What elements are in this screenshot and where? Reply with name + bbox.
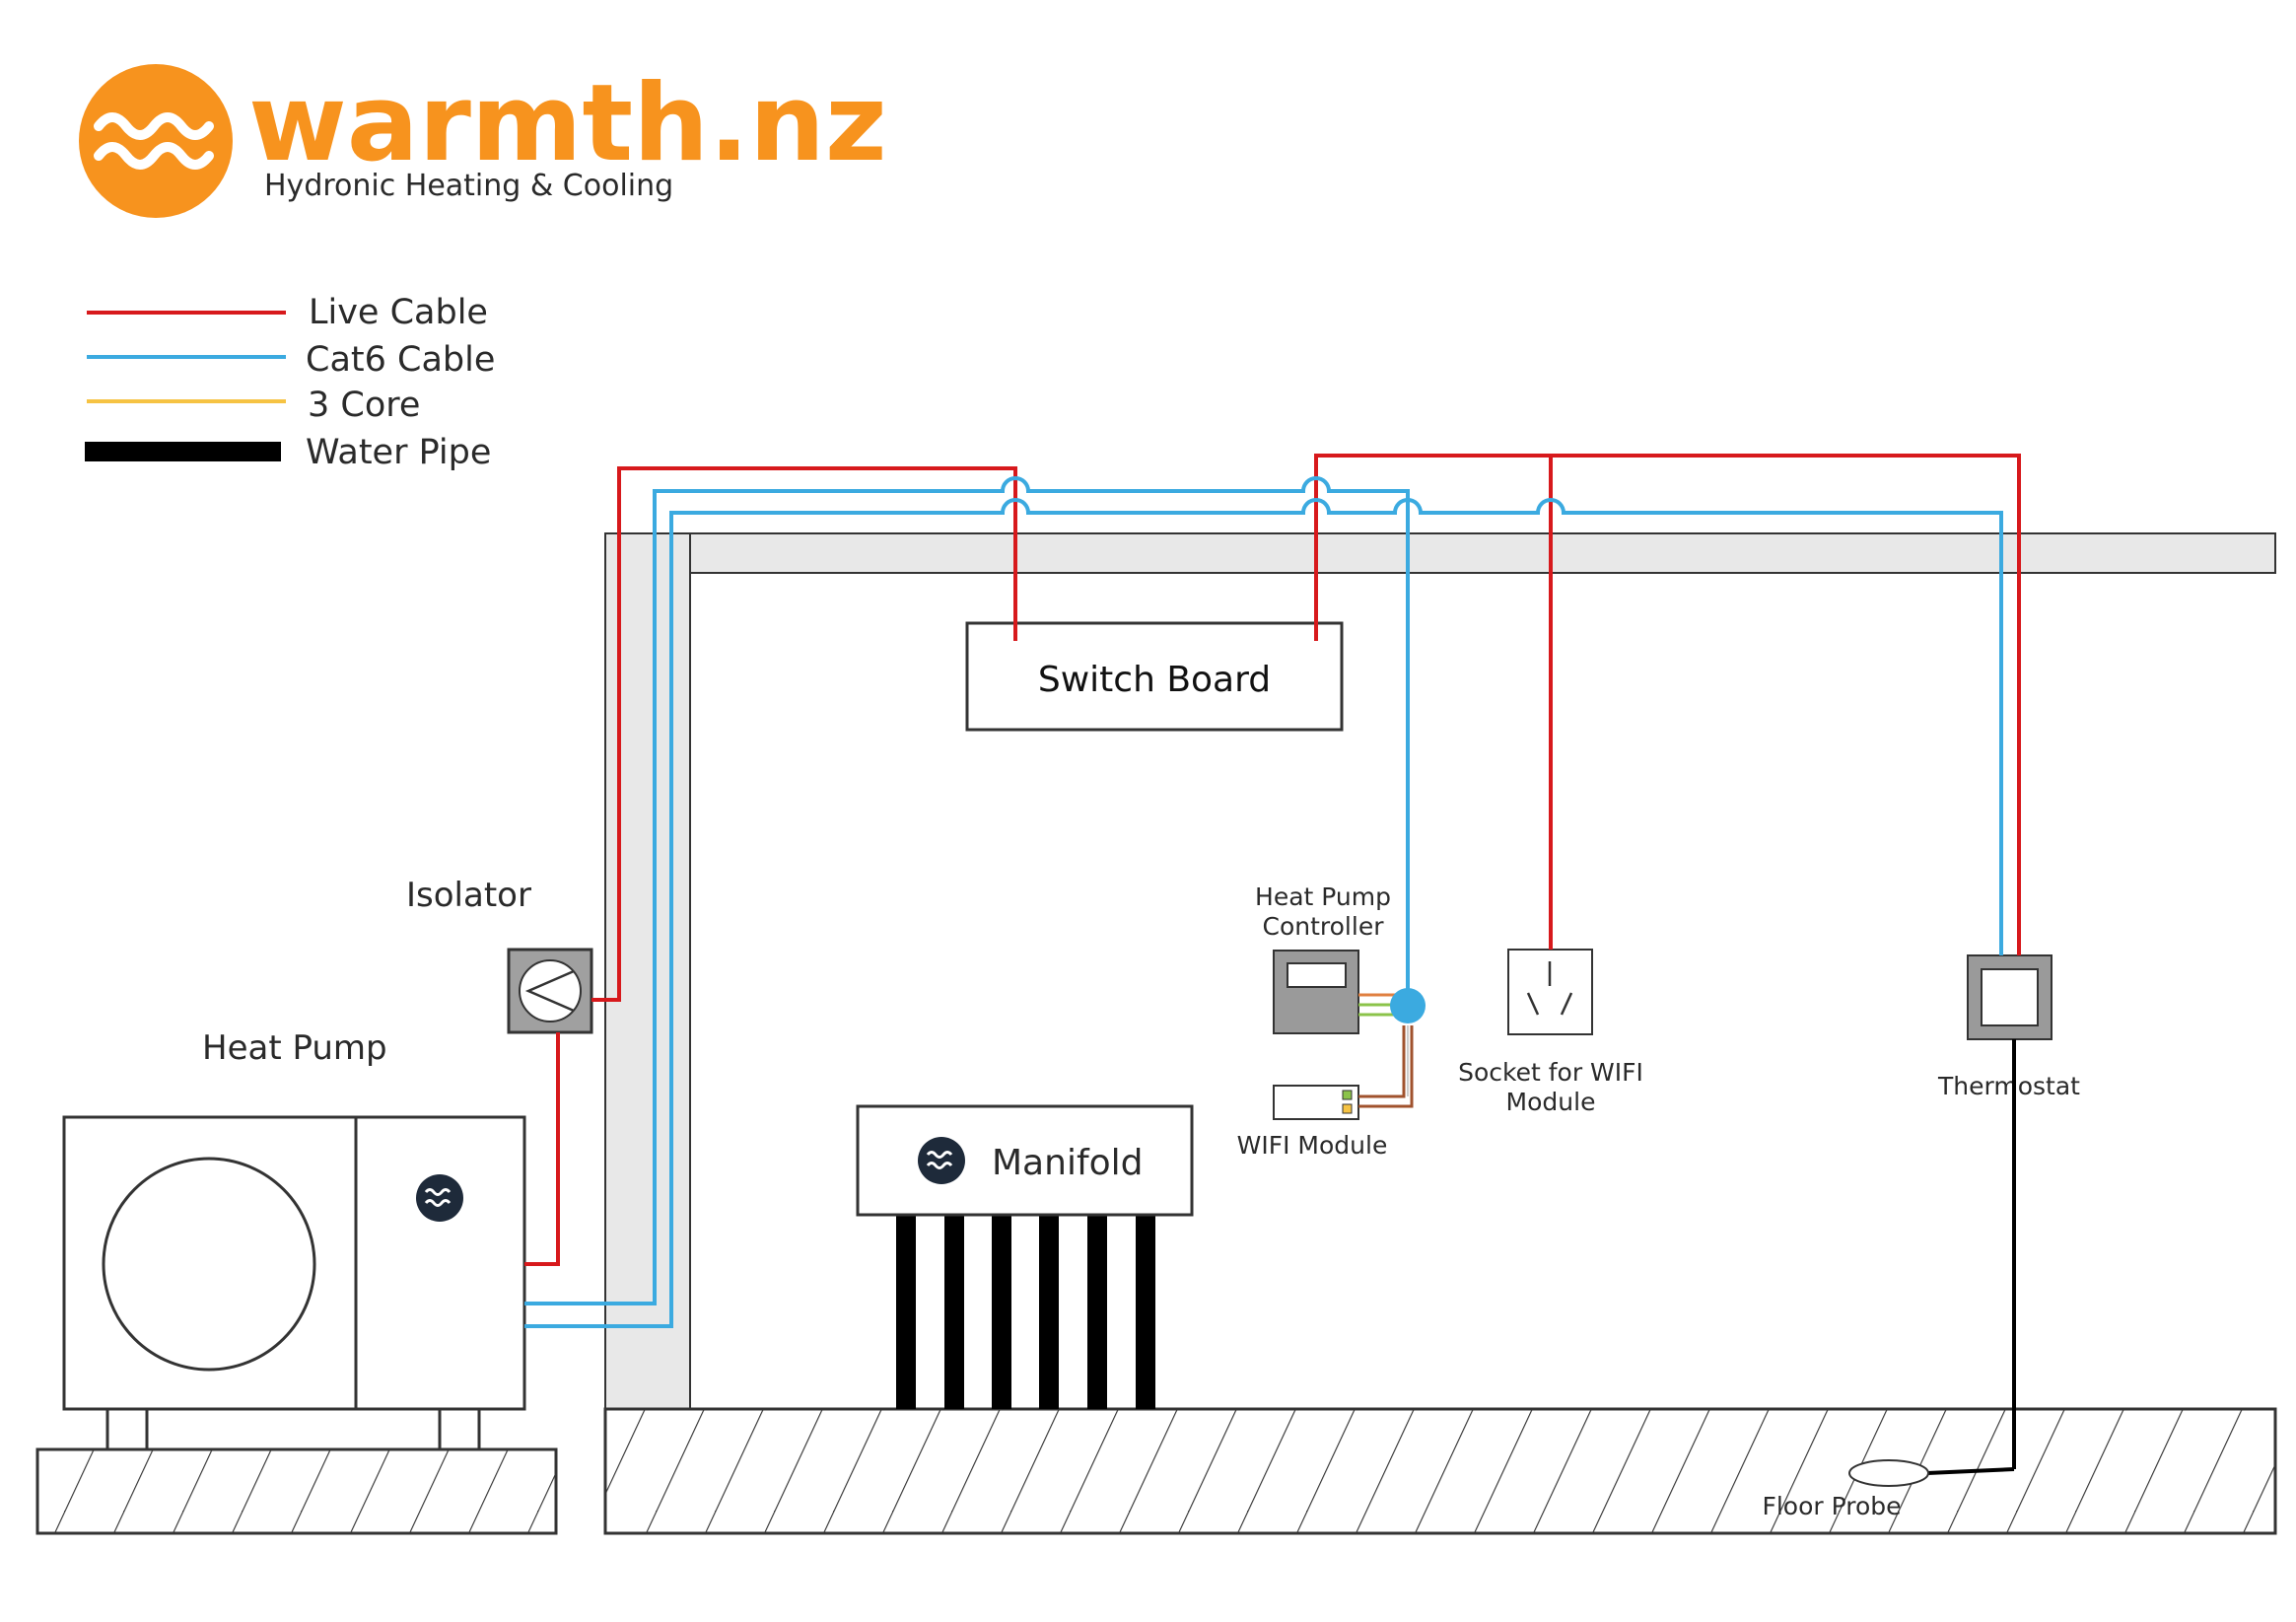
controller-wiring (1358, 993, 1414, 1108)
brand-name: warmth.nz (248, 62, 887, 185)
thermostat-label: Thermostat (1937, 1072, 2080, 1100)
floor-probe: Floor Probe (1762, 1039, 2016, 1520)
controller-label-line2: Controller (1263, 912, 1385, 941)
cat6-cables (524, 476, 2003, 1328)
water-pipe (992, 1215, 1011, 1409)
heat-pump-controller: Heat Pump Controller (1255, 882, 1391, 1034)
controller-screen (1287, 962, 1347, 988)
brand-tagline: Hydronic Heating & Cooling (264, 169, 673, 203)
wifi-module: WIFI Module (1237, 1085, 1388, 1160)
live-cable (524, 1032, 560, 1266)
heat-pump-unit: Heat Pump (62, 1028, 526, 1451)
controller-label-line1: Heat Pump (1255, 882, 1391, 911)
ground-pad (35, 1447, 558, 1535)
brand-logo: warmth.nz Hydronic Heating & Cooling (79, 62, 887, 218)
ceiling-slab (689, 532, 2276, 574)
water-pipe (1039, 1215, 1059, 1409)
cat6-junction (1390, 988, 1426, 1023)
wifi-socket: Socket for WIFI Module (1458, 949, 1643, 1116)
legend-swatch-water-pipe (85, 442, 281, 461)
heat-pump-logo-icon (416, 1174, 463, 1222)
building-structure (35, 532, 2277, 1535)
legend-label-3core: 3 Core (308, 386, 420, 425)
legend-label-water-pipe: Water Pipe (306, 433, 491, 472)
isolator: Isolator (406, 876, 593, 1034)
live-cable (591, 466, 1017, 1002)
heat-pump-label: Heat Pump (202, 1028, 387, 1068)
heat-pump-foot-left (105, 1407, 149, 1451)
water-pipe (896, 1215, 916, 1409)
legend-label-cat6: Cat6 Cable (306, 340, 495, 380)
water-pipe (944, 1215, 964, 1409)
isolator-label: Isolator (406, 876, 531, 915)
water-pipe (1136, 1215, 1155, 1409)
legend: Live Cable Cat6 Cable 3 Core Water Pipe (85, 293, 495, 472)
socket-label-line2: Module (1506, 1088, 1596, 1116)
heat-pump-fan (102, 1157, 316, 1372)
thermostat: Thermostat (1937, 954, 2080, 1100)
live-cable (1314, 454, 2021, 955)
legend-label-live: Live Cable (309, 293, 488, 332)
manifold-label: Manifold (992, 1143, 1144, 1183)
live-cables (524, 454, 2021, 1266)
cat6-cable (524, 498, 2003, 1328)
switch-board: Switch Board (965, 621, 1344, 732)
water-pipe (1087, 1215, 1107, 1409)
manifold-logo-icon (918, 1137, 965, 1184)
floor-probe-label: Floor Probe (1762, 1492, 1901, 1520)
wifi-module-label: WIFI Module (1237, 1131, 1388, 1160)
manifold: Manifold (856, 1104, 1194, 1409)
wave-logo-icon (79, 64, 233, 218)
cat6-cable (524, 476, 1410, 1305)
floor-slab (603, 1407, 2277, 1535)
socket-label-line1: Socket for WIFI (1458, 1058, 1643, 1087)
switch-board-label: Switch Board (1038, 660, 1271, 700)
heat-pump-foot-right (438, 1407, 481, 1451)
